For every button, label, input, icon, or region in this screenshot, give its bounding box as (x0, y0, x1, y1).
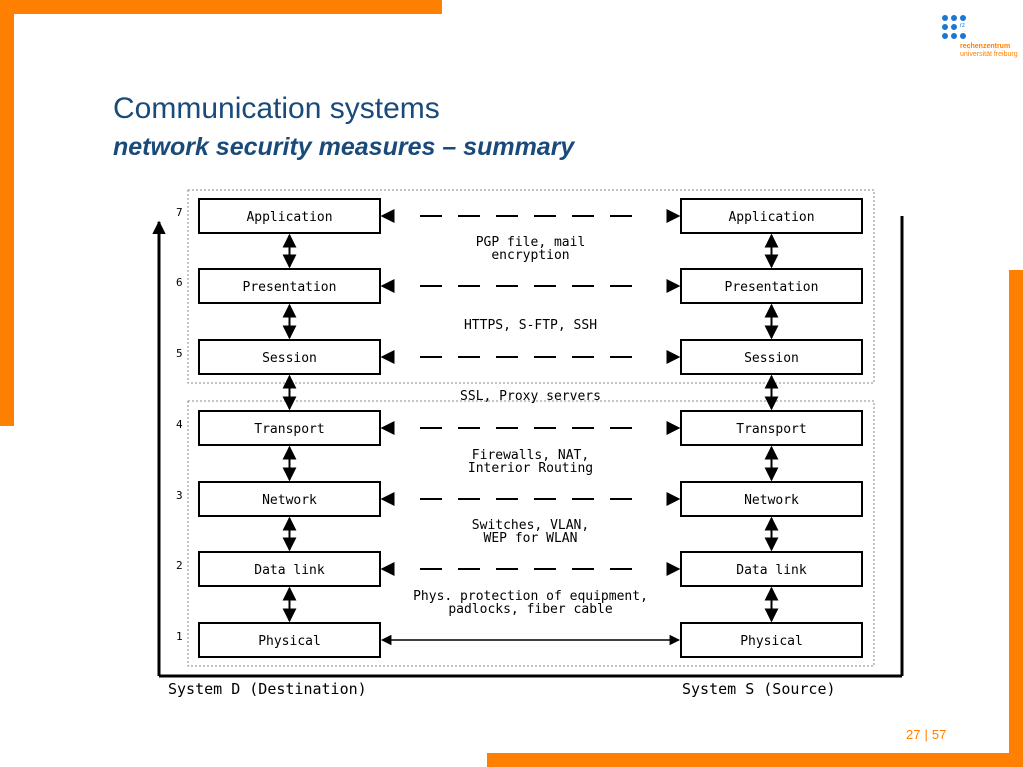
slide-title: Communication systems (113, 92, 440, 125)
left-label-network: Network (262, 493, 317, 508)
layer-number-4: 4 (176, 418, 183, 431)
left-orange-bar (0, 0, 14, 426)
left-label-transport: Transport (254, 422, 324, 437)
logo-text: rechenzentrum universität freiburg (960, 43, 1018, 59)
right-box-physical (680, 622, 863, 658)
layer-number-5: 5 (176, 347, 183, 360)
right-box-data-link (680, 551, 863, 587)
logo-line2: universität freiburg (960, 51, 1018, 58)
left-box-physical (198, 622, 381, 658)
left-box-network (198, 481, 381, 517)
left-box-application (198, 198, 381, 234)
top-left-orange-bar (0, 0, 442, 14)
right-label-transport: Transport (736, 422, 806, 437)
right-box-session (680, 339, 863, 375)
layer-number-7: 7 (176, 206, 183, 219)
measure-network-line2: Interior Routing (468, 461, 593, 476)
current-page: 27 (906, 727, 921, 742)
measure-data-link-line2: WEP for WLAN (484, 531, 578, 546)
right-label-application: Application (728, 210, 814, 225)
measure-network-line1: Firewalls, NAT, (472, 448, 589, 463)
left-box-transport (198, 410, 381, 446)
measure-data-link-line1: Switches, VLAN, (472, 518, 589, 533)
bottom-right-orange-bar (487, 753, 1023, 767)
layer-number-3: 3 (176, 489, 183, 502)
left-box-presentation (198, 268, 381, 304)
upper-layers-group (187, 189, 875, 384)
left-label-session: Session (262, 351, 317, 366)
right-box-transport (680, 410, 863, 446)
left-label-data-link: Data link (254, 563, 325, 578)
layer-number-2: 2 (176, 559, 183, 572)
right-label-physical: Physical (740, 634, 803, 649)
left-label-presentation: Presentation (243, 280, 337, 295)
right-box-network (680, 481, 863, 517)
logo-line1: rechenzentrum (960, 43, 1011, 50)
right-label-presentation: Presentation (725, 280, 819, 295)
total-pages: 57 (931, 727, 947, 742)
right-orange-bar (1009, 270, 1023, 767)
slide-subtitle: network security measures – summary (113, 133, 575, 161)
layer-number-1: 1 (176, 630, 183, 643)
left-box-session (198, 339, 381, 375)
left-label-physical: Physical (258, 634, 321, 649)
logo-rz-label: rz (960, 23, 965, 29)
left-label-application: Application (246, 210, 332, 225)
left-box-data-link (198, 551, 381, 587)
measure-physical-line2: padlocks, fiber cable (448, 602, 613, 617)
right-label-network: Network (744, 493, 799, 508)
measure-physical-line1: Phys. protection of equipment, (413, 589, 648, 604)
right-box-presentation (680, 268, 863, 304)
layer-number-6: 6 (176, 276, 183, 289)
measure-presentation-line2: encryption (491, 248, 569, 263)
right-label-session: Session (744, 351, 799, 366)
left-system-label: System D (Destination) (168, 680, 367, 698)
right-system-label: System S (Source) (682, 680, 836, 698)
page-separator: | (924, 727, 928, 742)
lower-layers-group (187, 400, 875, 667)
measure-session-line1: HTTPS, S-FTP, SSH (464, 318, 597, 333)
measure-transport-line1: SSL, Proxy servers (460, 389, 601, 404)
right-box-application (680, 198, 863, 234)
right-label-data-link: Data link (736, 563, 807, 578)
page-number: 27|57 (906, 727, 946, 742)
measure-presentation-line1: PGP file, mail (476, 235, 586, 250)
